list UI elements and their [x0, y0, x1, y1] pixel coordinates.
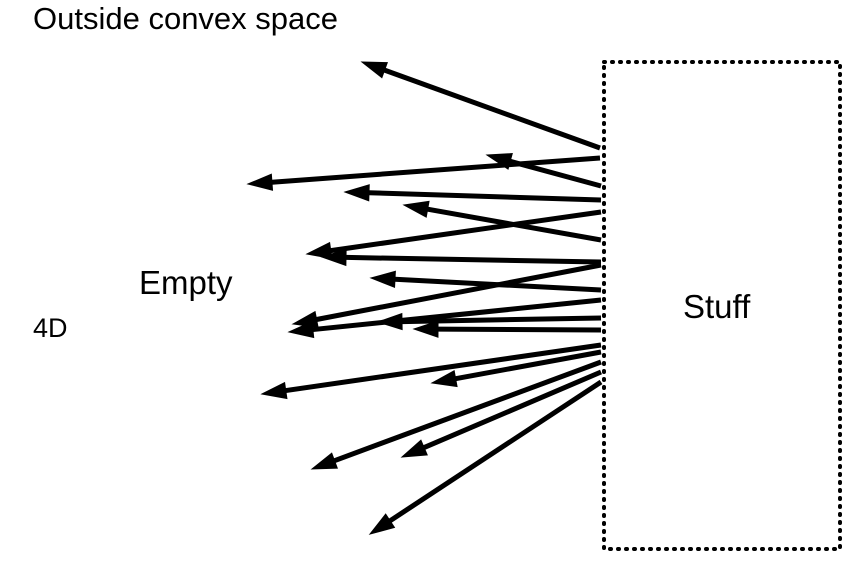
arrow-head: [260, 381, 288, 400]
arrow-shaft: [455, 349, 602, 382]
arrow-shaft: [330, 209, 602, 254]
arrow-head: [287, 320, 315, 339]
arrow-head: [402, 200, 430, 218]
arrow-shaft: [388, 379, 603, 523]
page-title: Outside convex space: [33, 1, 339, 36]
arrow-head: [320, 248, 347, 267]
arrow-shaft: [394, 276, 602, 293]
empty-region-label: Empty: [139, 264, 233, 301]
arrow-shaft: [316, 262, 602, 322]
arrow-head: [343, 184, 370, 202]
arrow-shaft: [437, 326, 602, 333]
arrow-shaft: [345, 254, 602, 265]
arrow-head: [400, 439, 428, 458]
arrow-shaft: [401, 315, 602, 325]
arrow-shaft: [271, 155, 601, 185]
arrow-shaft: [312, 297, 602, 333]
arrow-shaft: [383, 67, 601, 151]
stuff-region-label: Stuff: [683, 288, 751, 325]
arrow-shaft: [285, 342, 602, 394]
arrow-head: [368, 513, 396, 535]
arrow-head: [376, 312, 403, 331]
stuff-region-box: [602, 60, 842, 551]
arrow-head: [360, 61, 388, 79]
arrow-head: [305, 241, 333, 260]
arrow-head: [412, 320, 439, 338]
arrow-head: [430, 370, 458, 388]
dimension-label: 4D: [33, 313, 68, 343]
ray-arrows: [246, 61, 603, 535]
arrow-shaft: [333, 359, 602, 464]
arrow-shaft: [509, 158, 602, 189]
arrow-head: [369, 270, 396, 288]
arrow-head: [485, 153, 513, 170]
arrow-shaft: [368, 190, 602, 203]
arrow-shaft: [427, 206, 602, 243]
arrow-head: [246, 173, 274, 191]
arrow-head: [310, 452, 338, 470]
arrow-shaft: [423, 369, 602, 450]
